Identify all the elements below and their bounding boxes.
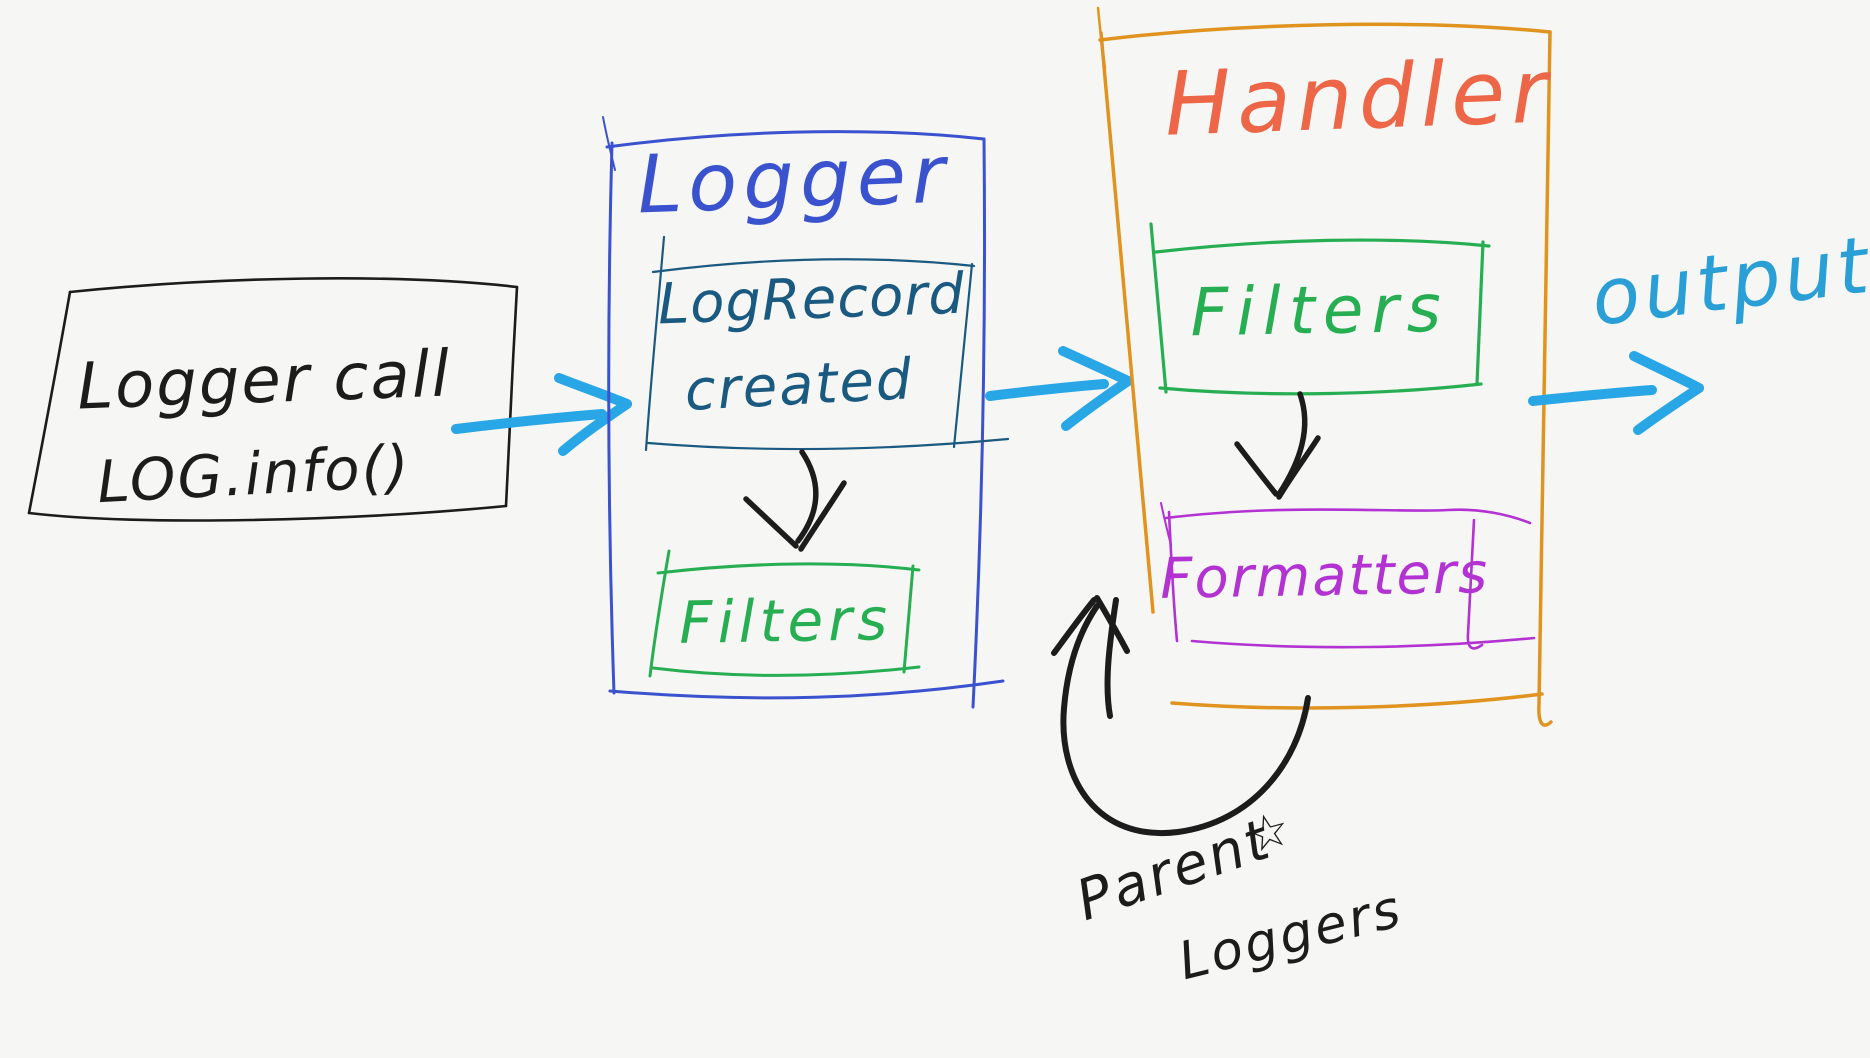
logrecord-label-line2: created xyxy=(683,347,915,424)
flow-arrow-3 xyxy=(1528,351,1704,435)
handler-box xyxy=(1096,6,1553,727)
flow-arrow-2 xyxy=(985,346,1133,431)
handler-title: Handler xyxy=(1163,39,1555,155)
filters-box-logger xyxy=(648,549,921,678)
logger-call-label-line2: LOG.info() xyxy=(96,432,413,516)
logger-call-box xyxy=(27,277,519,522)
parent-loggers-loop-arrow xyxy=(1051,595,1311,837)
handler-down-arrow xyxy=(1234,391,1321,500)
logrecord-label-line1: LogRecord xyxy=(657,262,966,338)
filters-label-logger: Filters xyxy=(679,585,893,657)
logger-title: Logger xyxy=(636,128,952,232)
formatters-label: Formatters xyxy=(1160,541,1490,612)
loggers-label: Loggers xyxy=(1173,879,1409,992)
output-label: output xyxy=(1587,220,1870,344)
formatters-box xyxy=(1160,502,1536,650)
filters-box-handler xyxy=(1149,222,1491,396)
logger-box xyxy=(602,116,1005,709)
logrecord-box xyxy=(644,235,1010,452)
logger-down-arrow xyxy=(743,449,847,552)
logger-call-label-line1: Logger call xyxy=(76,338,452,425)
filters-label-handler: Filters xyxy=(1190,270,1450,352)
flow-arrow-1 xyxy=(451,373,632,456)
